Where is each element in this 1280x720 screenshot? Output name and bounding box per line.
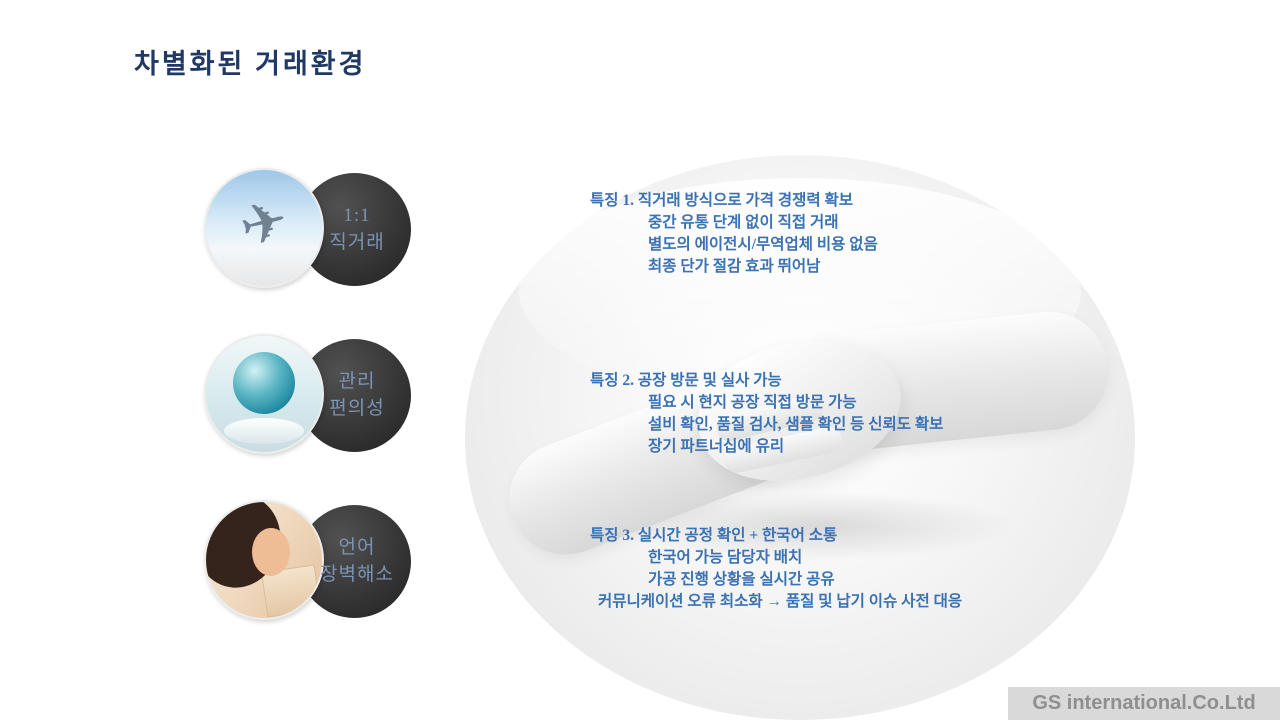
- globe-icon: [233, 352, 295, 414]
- badge-label-line: 장벽해소: [320, 564, 394, 585]
- company-name: GS international.Co.Ltd: [1032, 692, 1256, 714]
- feature-block-2: 특징 2. 공장 방문 및 실사 가능 필요 시 현지 공장 직접 방문 가능 …: [590, 370, 943, 458]
- badge-label-line: 관리: [338, 371, 376, 392]
- badge-label-line: 편의성: [329, 398, 385, 419]
- feature-line: 중간 유통 단계 없이 직접 거래: [648, 214, 839, 231]
- feature-line: 최종 단가 절감 효과 뛰어남: [648, 258, 821, 275]
- airplane-photo: ✈: [204, 168, 324, 288]
- globe-photo: [204, 334, 324, 454]
- feature-line: 별도의 에이전시/무역업체 비용 없음: [648, 236, 878, 253]
- feature-line: 장기 파트너십에 유리: [648, 438, 785, 455]
- feature-line: 한국어 가능 담당자 배치: [648, 549, 803, 566]
- badge-label-direct-trade: 1:1 직거래: [302, 172, 412, 286]
- badge-label-line: 직거래: [329, 232, 385, 253]
- airplane-icon: ✈: [233, 186, 295, 262]
- badge-management-convenience: 관리 편의성: [204, 334, 416, 456]
- feature-line: 가공 진행 상황을 실시간 공유: [648, 571, 835, 588]
- feature-line: 커뮤니케이션 오류 최소화 → 품질 및 납기 이슈 사전 대응: [598, 593, 963, 610]
- badge-direct-trade: ✈ 1:1 직거래: [204, 168, 416, 290]
- badge-label-line: 1:1: [343, 205, 371, 226]
- badge-label-management: 관리 편의성: [302, 338, 412, 452]
- customer-service-photo: [204, 500, 324, 620]
- feature-title: 특징 3. 실시간 공정 확인 + 한국어 소통: [590, 527, 838, 544]
- feature-title: 특징 1. 직거래 방식으로 가격 경쟁력 확보: [590, 192, 854, 209]
- handshake-image: [465, 155, 1135, 720]
- company-watermark: GS international.Co.Ltd: [1008, 687, 1280, 720]
- feature-block-3: 특징 3. 실시간 공정 확인 + 한국어 소통 한국어 가능 담당자 배치 가…: [590, 525, 962, 613]
- feature-block-1: 특징 1. 직거래 방식으로 가격 경쟁력 확보 중간 유통 단계 없이 직접 …: [590, 190, 878, 278]
- badge-language-barrier: 언어 장벽해소: [204, 500, 416, 622]
- face-shape: [252, 528, 290, 576]
- feature-title: 특징 2. 공장 방문 및 실사 가능: [590, 372, 782, 389]
- page-title: 차별화된 거래환경: [134, 49, 367, 79]
- badge-label-language: 언어 장벽해소: [302, 504, 412, 618]
- globe-base-shape: [224, 418, 304, 444]
- feature-line: 필요 시 현지 공장 직접 방문 가능: [648, 394, 857, 411]
- feature-line: 설비 확인, 품질 검사, 샘플 확인 등 신뢰도 확보: [648, 416, 944, 433]
- badge-label-line: 언어: [338, 537, 376, 558]
